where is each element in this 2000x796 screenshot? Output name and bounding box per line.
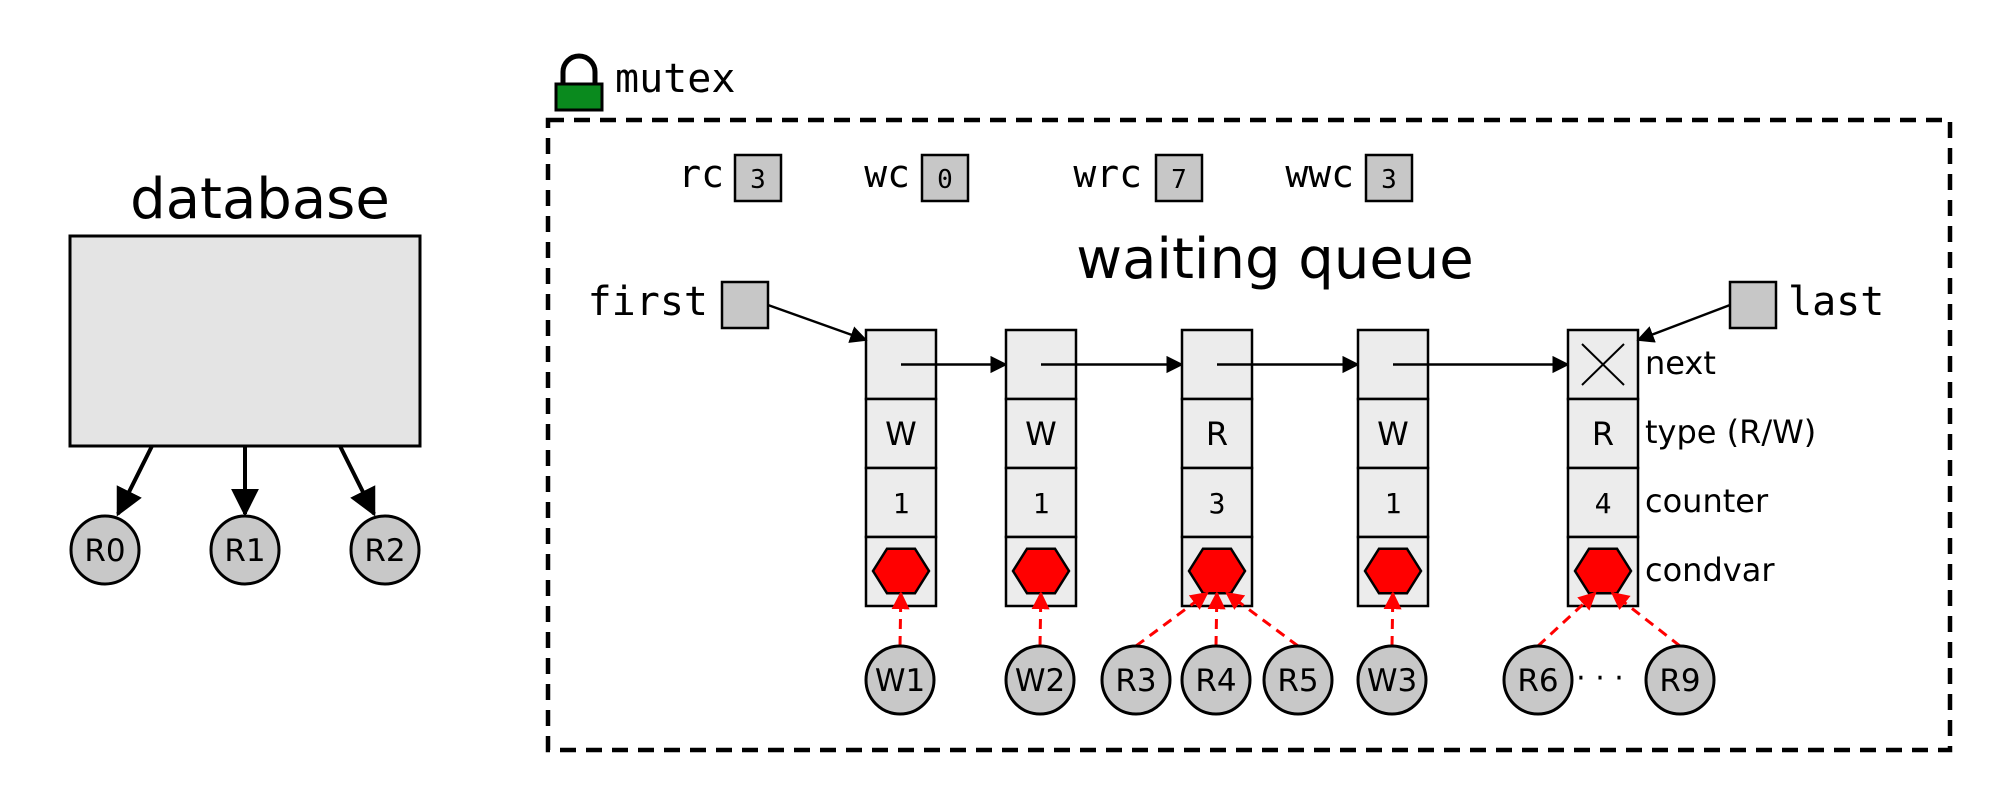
- counter-value: 7: [1171, 165, 1187, 195]
- thread-ellipsis: · · ·: [1576, 661, 1624, 696]
- last-pointer: last: [1728, 279, 1884, 330]
- thread-label: R5: [1277, 663, 1318, 699]
- type-cell: [864, 397, 938, 470]
- database-reader-r2: R2: [349, 514, 421, 586]
- reader-label: R1: [224, 533, 265, 569]
- database-reader-r1: R1: [209, 514, 281, 586]
- counter-name: wrc: [1073, 152, 1142, 196]
- counter-value: 3: [750, 165, 766, 195]
- thread-node: R6: [1502, 644, 1574, 716]
- counter-wc: wc 0: [864, 152, 970, 203]
- wait-arrow: [1135, 591, 1209, 648]
- condvar-icon: [1573, 547, 1633, 595]
- first-pointer: first: [588, 279, 770, 330]
- thread-node: W1: [864, 644, 936, 716]
- condvar-icon: [1187, 547, 1247, 595]
- type-cell: [1004, 397, 1078, 470]
- first-label: first: [588, 279, 708, 325]
- reader-label: R0: [84, 533, 125, 569]
- node-type: W: [885, 415, 917, 453]
- counter-rc: rc 3: [678, 152, 783, 203]
- node-counter: 4: [1595, 487, 1612, 520]
- counter-wwc: wwc 3: [1285, 152, 1414, 203]
- queue-node: W 1W2: [1004, 328, 1184, 716]
- counter-value: 3: [1381, 165, 1397, 195]
- node-type: W: [1025, 415, 1057, 453]
- row-labels: next type (R/W) counter condvar: [1645, 344, 1816, 589]
- mutex-header: mutex: [554, 53, 735, 112]
- counter-name: wc: [864, 152, 910, 196]
- null-cross-icon: [1581, 343, 1625, 386]
- counter-wrc: wrc 7: [1073, 152, 1204, 203]
- last-label: last: [1788, 279, 1884, 325]
- node-type: R: [1592, 415, 1614, 453]
- database-reader-r0: R0: [69, 514, 141, 586]
- thread-label: R6: [1517, 663, 1558, 699]
- database-box: [68, 234, 422, 448]
- row-label-counter: counter: [1645, 482, 1769, 520]
- counter-name: rc: [678, 152, 724, 196]
- database-arrow-r0: [116, 445, 154, 517]
- wait-arrow: [1383, 591, 1402, 647]
- condvar-icon: [1011, 547, 1071, 595]
- queue-node: R 4R6 R9: [1502, 328, 1716, 716]
- row-label-condvar: condvar: [1645, 551, 1775, 589]
- thread-label: W1: [875, 663, 925, 699]
- node-type: R: [1206, 415, 1228, 453]
- counter-cell: [864, 466, 938, 539]
- lock-icon: [554, 53, 604, 112]
- last-arrow: [1636, 303, 1731, 343]
- thread-label: R3: [1115, 663, 1156, 699]
- node-counter: 3: [1209, 487, 1226, 520]
- wait-arrow: [1031, 591, 1050, 647]
- thread-label: R4: [1195, 663, 1236, 699]
- thread-node: R9: [1644, 644, 1716, 716]
- counter-cell: [1566, 466, 1640, 539]
- reader-label: R2: [364, 533, 405, 569]
- database-section: database R0 R1 R2: [68, 167, 422, 586]
- condvar-icon: [871, 547, 931, 595]
- node-counter: 1: [893, 487, 910, 520]
- thread-node: R5: [1262, 644, 1334, 716]
- first-arrow: [767, 303, 868, 343]
- row-label-next: next: [1645, 344, 1716, 382]
- thread-node: R3: [1100, 644, 1172, 716]
- thread-node: R4: [1180, 644, 1252, 716]
- type-cell: [1180, 397, 1254, 470]
- thread-label: W3: [1367, 663, 1417, 699]
- thread-node: W2: [1004, 644, 1076, 716]
- wait-arrow: [1610, 591, 1681, 648]
- thread-label: R9: [1659, 663, 1700, 699]
- wait-arrow: [1536, 591, 1597, 648]
- mutex-label: mutex: [615, 56, 735, 102]
- thread-label: W2: [1015, 663, 1065, 699]
- wait-arrow: [891, 591, 910, 647]
- node-counter: 1: [1385, 487, 1402, 520]
- wait-arrow: [1207, 591, 1226, 647]
- last-pointer-box: [1728, 280, 1778, 330]
- node-type: W: [1377, 415, 1409, 453]
- counter-value: 0: [937, 165, 953, 195]
- first-pointer-box: [720, 280, 770, 330]
- condvar-icon: [1363, 547, 1423, 595]
- queue-title: waiting queue: [1076, 227, 1473, 292]
- wait-arrow: [1225, 591, 1299, 648]
- node-counter: 1: [1033, 487, 1050, 520]
- mutex-region: [545, 117, 1953, 753]
- thread-node: W3: [1356, 644, 1428, 716]
- counter-name: wwc: [1285, 152, 1354, 196]
- row-label-type: type (R/W): [1645, 413, 1816, 451]
- database-title: database: [130, 167, 390, 232]
- queue-node: W 1W3: [1356, 328, 1570, 716]
- database-arrow-r2: [338, 445, 376, 517]
